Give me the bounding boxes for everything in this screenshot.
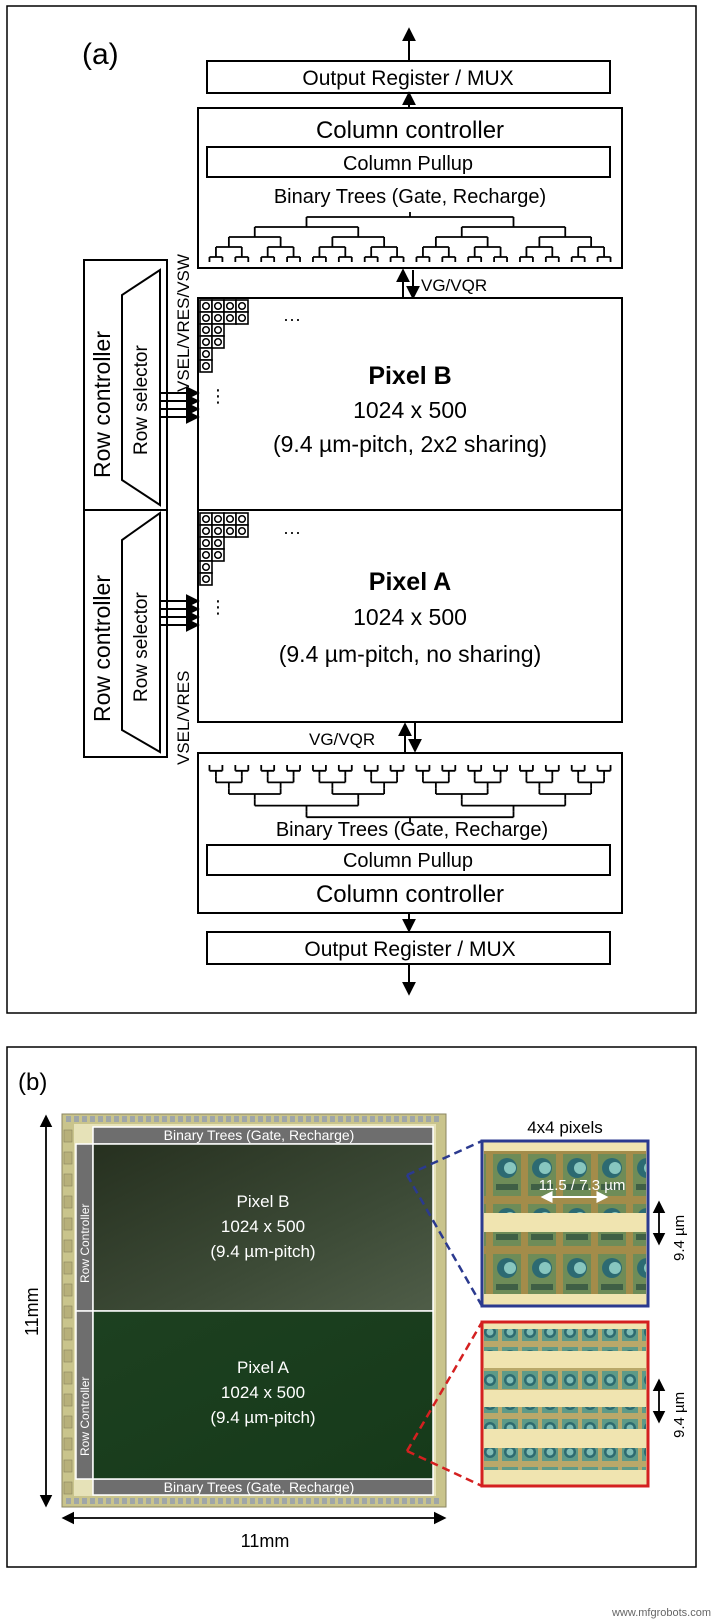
top-column-controller-box [197, 107, 623, 269]
pixel-b-size: 1024 x 500 [353, 397, 467, 423]
pixel-b-ellipsis-v: ⋮ [209, 386, 227, 406]
inset-b-connector-top [406, 1139, 483, 1177]
vg-bottom-label: VG/VQR [309, 730, 375, 749]
bottom-column-controller-label: Column controller [316, 881, 504, 908]
watermark: www.mfgrobots.com [611, 1607, 711, 1619]
inset-a-connector-top [405, 1321, 484, 1452]
chip-bond-pads [63, 1116, 439, 1504]
top-output-register-label: Output Register / MUX [302, 67, 513, 90]
row-selector-b-label: Row selector [131, 345, 152, 455]
inset-a-pitch-label: 9.4 µm [671, 1392, 688, 1438]
pixel-b-spec: (9.4 µm-pitch, 2x2 sharing) [273, 431, 547, 457]
chip-pixel-b-title: Pixel B [237, 1192, 290, 1211]
pixel-b-title: Pixel B [368, 362, 451, 390]
bottom-output-register-label: Output Register / MUX [304, 938, 515, 961]
inset-a-micrograph [480, 1320, 650, 1488]
chip-pixel-b-size: 1024 x 500 [221, 1217, 305, 1236]
top-binary-trees-label: Binary Trees (Gate, Recharge) [274, 186, 546, 208]
vsel-bottom-label: VSEL/VRES [174, 671, 193, 766]
inset-b-pitch-label: 9.4 µm [671, 1215, 688, 1261]
vg-top-label: VG/VQR [421, 276, 487, 295]
row-selector-a-label: Row selector [131, 592, 152, 702]
chip-binary-bottom-label: Binary Trees (Gate, Recharge) [164, 1479, 355, 1495]
chip-pixel-a-size: 1024 x 500 [221, 1383, 305, 1402]
row-signal-arrows-b [161, 386, 200, 424]
inset-title: 4x4 pixels [527, 1118, 603, 1137]
bottom-column-pullup-box [206, 844, 611, 876]
row-selector-b-shape [121, 268, 161, 507]
row-selector-a-shape [121, 511, 161, 754]
bottom-binary-trees-label: Binary Trees (Gate, Recharge) [276, 819, 548, 841]
panel-b-frame [6, 1046, 697, 1568]
pixel-a-spec: (9.4 µm-pitch, no sharing) [279, 641, 542, 667]
bottom-column-controller-box [197, 752, 623, 914]
chip-row-controller-a-label: Row Controller [78, 1377, 92, 1456]
dim-vertical-label: 11mm [22, 1287, 42, 1336]
pixel-a-ellipsis-h: ··· [283, 522, 301, 542]
bottom-binary-trees-diagram [208, 765, 612, 823]
chip-pixel-a-pitch: (9.4 µm-pitch) [210, 1408, 315, 1427]
pixel-a-title: Pixel A [369, 568, 451, 596]
chip-pixel-a-array [92, 1310, 434, 1480]
chip-pixel-b-array [92, 1143, 434, 1312]
panel-a-frame [6, 5, 697, 1014]
panel-b-label: (b) [18, 1069, 47, 1096]
chip-pixel-a-title: Pixel A [237, 1358, 290, 1377]
top-column-pullup-box [206, 146, 611, 178]
top-column-controller-label: Column controller [316, 117, 504, 144]
pixel-a-ellipsis-v: ⋮ [209, 597, 227, 617]
bottom-column-pullup-label: Column Pullup [343, 850, 473, 872]
inset-b-dims-label: 11.5 / 7.3 µm [539, 1177, 626, 1194]
row-controller-a-label: Row controller [89, 575, 115, 722]
chip-row-controller-b-label: Row Controller [78, 1204, 92, 1283]
panel-a-label: (a) [82, 38, 119, 71]
inset-a-connector-bottom [406, 1449, 483, 1488]
bottom-output-register-box [206, 931, 611, 965]
inset-b-micrograph [480, 1139, 650, 1308]
pixel-b-grid-icon [199, 299, 249, 373]
top-column-pullup-label: Column Pullup [343, 153, 473, 175]
pixel-a-size: 1024 x 500 [353, 604, 467, 630]
chip-pixel-b-pitch: (9.4 µm-pitch) [210, 1242, 315, 1261]
row-controller-b-label: Row controller [89, 331, 115, 478]
vsel-top-label: VSEL/VRES/VSW [174, 254, 193, 392]
pixel-b-ellipsis-h: ··· [283, 309, 301, 329]
chip-binary-top-label: Binary Trees (Gate, Recharge) [164, 1127, 355, 1143]
pixel-a-grid-icon [199, 512, 249, 586]
top-binary-trees-diagram [208, 212, 612, 262]
row-signal-arrows-a [161, 594, 200, 632]
dim-horizontal-label: 11mm [241, 1531, 290, 1551]
top-output-register-box [206, 60, 611, 94]
